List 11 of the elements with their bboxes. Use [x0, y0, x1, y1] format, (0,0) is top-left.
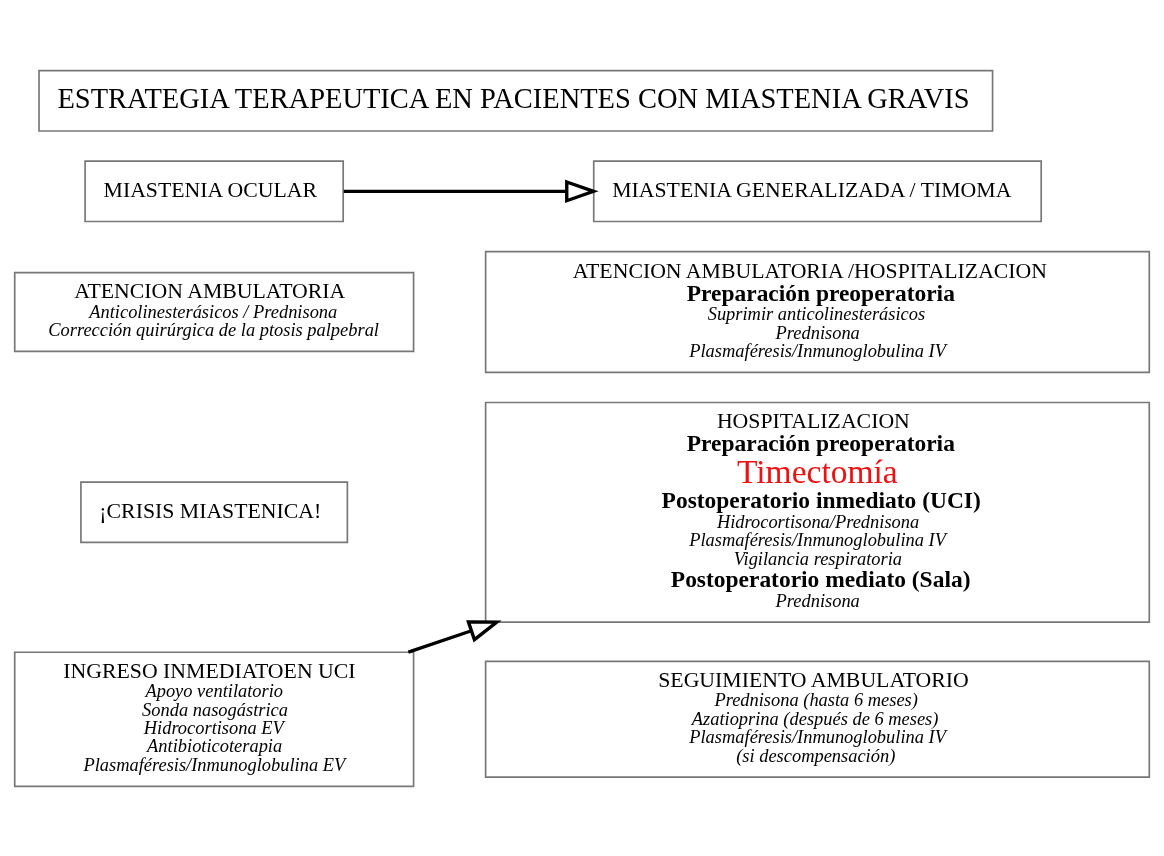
node-box: INGRESO INMEDIATOEN UCI Apoyo ventilatorio Sonda nasogástrica Hidrocortisona EV Antibioticoterapia Plasmaféresis/Inmunoglobulina EV [13, 650, 415, 787]
node-box: MIASTENIA GENERALIZADA / TIMOMA [592, 159, 1043, 222]
arrow [343, 179, 599, 203]
node-box: SEGUIMIENTO AMBULATORIO Prednisona (hasta 6 meses) Azatioprina (después de 6 meses) Plasmaféresis/Inmunoglobulina IV (si descompensación) [484, 660, 1151, 778]
node-box: ATENCION AMBULATORIA /HOSPITALIZACION Preparación preoperatoria Suprimir anticolinesterásicos Prednisona Plasmaféresis/Inmunoglobulina IV [484, 250, 1151, 373]
node-box: HOSPITALIZACION Preparación preoperatoria Timectomía Postoperatorio inmediato (UCI) Hidrocortisona/Prednisona Plasmaféresis/Inmunoglobulina IV Vigilancia respiratoria Postoperatorio mediato (Sala) Prednisona [484, 401, 1151, 623]
node-box: MIASTENIA OCULAR [84, 159, 345, 222]
node-box: ESTRATEGIA TERAPEUTICA EN PACIENTES CON MIASTENIA GRAVIS [38, 69, 994, 132]
node-box: ¡CRISIS MIASTENICA! [80, 480, 349, 543]
arrow [407, 619, 502, 654]
node-box: ATENCION AMBULATORIA Anticolinesterásicos / Prednisona Corrección quirúrgica de la ptosis palpebral [13, 271, 415, 352]
